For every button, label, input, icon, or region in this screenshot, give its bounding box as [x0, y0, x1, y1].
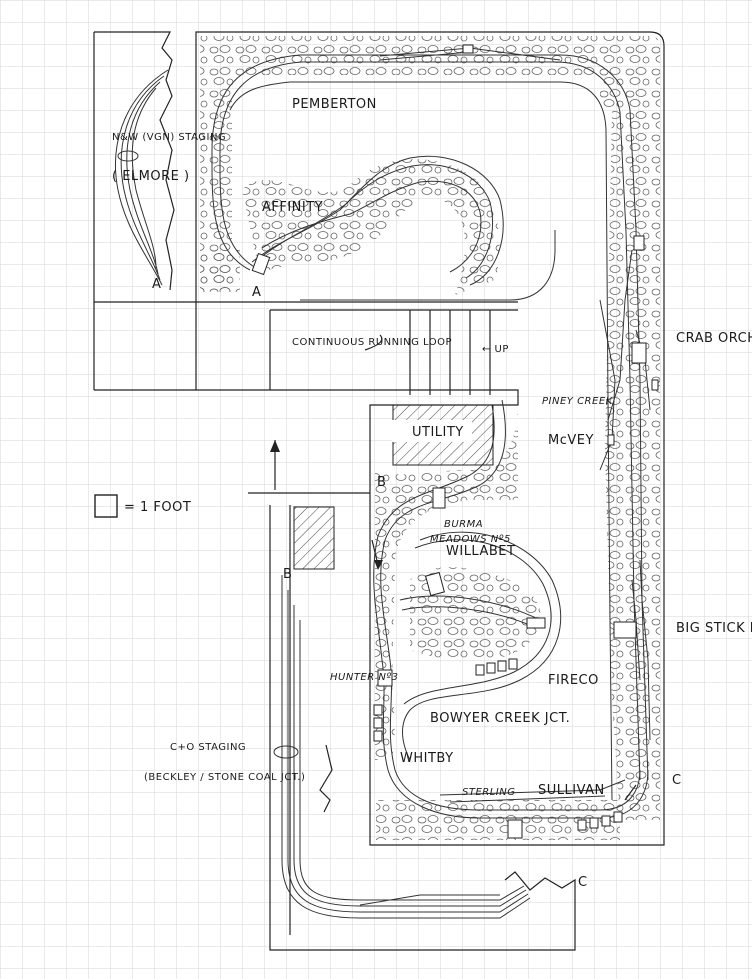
- affinity-label: AFFINITY: [262, 200, 323, 215]
- arrow-c: [624, 784, 637, 801]
- up-arrow: [270, 440, 280, 490]
- scale-key-square: [94, 494, 118, 518]
- burma-label: BURMA: [444, 519, 483, 530]
- co-staging-label: C+O STAGING: [170, 742, 246, 753]
- marker-b-right: B: [377, 475, 386, 490]
- hunter-label: HUNTER Nº3: [330, 672, 398, 683]
- piney-creek-label: PINEY CREEK: [542, 396, 614, 407]
- big-stick-label: BIG STICK Nº2: [676, 621, 752, 636]
- beckley-label: (BECKLEY / STONE COAL JCT.): [144, 772, 305, 783]
- continuous-loop-label: CONTINUOUS RUNNING LOOP: [292, 337, 452, 348]
- elmore-label: ( ELMORE ): [112, 169, 190, 184]
- mainline-tracks-lower: [373, 399, 649, 819]
- marker-c-bottom: C: [578, 875, 588, 890]
- willabet-label: WILLABET: [446, 544, 515, 559]
- fireco-label: FIRECO: [548, 673, 599, 688]
- mcvey-label: McVEY: [548, 433, 594, 448]
- industry-structures: [251, 44, 659, 839]
- utility-label-background: [392, 420, 472, 442]
- marker-b-left: B: [283, 567, 292, 582]
- scale-key-label: = 1 FOOT: [124, 500, 191, 515]
- utility-label: UTILITY: [412, 425, 464, 440]
- crab-orchard-label: CRAB ORCHARD: [676, 331, 752, 346]
- pemberton-label: PEMBERTON: [292, 97, 377, 112]
- loop-arrow: [364, 334, 383, 351]
- marker-a-right: A: [252, 285, 261, 300]
- upper-benchwork: [195, 31, 665, 846]
- meadows-label: MEADOWS Nº5: [430, 534, 511, 545]
- sterling-label: STERLING: [462, 787, 515, 798]
- co-staging-benchwork: [248, 492, 576, 951]
- marker-a-left: A: [152, 277, 161, 292]
- up-label: ← UP: [482, 344, 509, 355]
- bowyer-creek-label: BOWYER CREEK JCT.: [430, 711, 570, 726]
- whitby-label: WHITBY: [400, 751, 454, 766]
- mainline-tracks-upper: [211, 47, 651, 801]
- sullivan-label: SULLIVAN: [538, 783, 605, 798]
- nw-staging-label: N&W (VGN) STAGING: [112, 132, 226, 143]
- nw-staging-benchwork: [93, 31, 196, 391]
- marker-c-top: C: [672, 773, 682, 788]
- scenery-rock-fill: [200, 36, 660, 840]
